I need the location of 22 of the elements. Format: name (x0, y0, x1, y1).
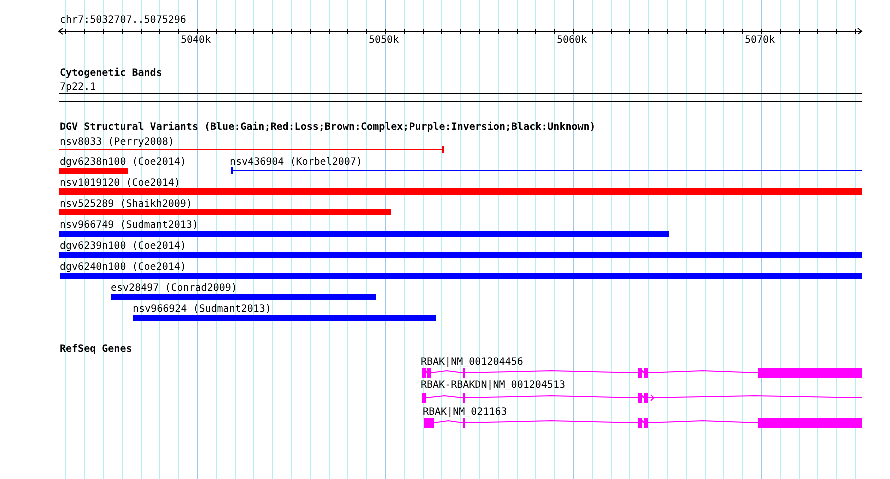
track-heading: Cytogenetic Bands (60, 68, 162, 79)
gene-label: RBAK-RBAKDN|NM_001204513 (421, 380, 566, 391)
gene-label: RBAK|NM_001204456 (421, 357, 524, 368)
variant-label: esv28497 (Conrad2009) (111, 283, 238, 294)
variant-label: dgv6240n100 (Coe2014) (60, 262, 186, 273)
variant-label: nsv525289 (Shaikh2009) (60, 199, 192, 210)
variant-label: nsv966749 (Sudmant2013) (60, 220, 198, 231)
variant-label: nsv436904 (Korbel2007) (230, 157, 362, 168)
track-heading: DGV Structural Variants (Blue:Gain;Red:Loss;Brown:Complex;Purple:Inversion;Black:Unknown) (60, 122, 596, 133)
position-label: chr7:5032707..5075296 (60, 15, 186, 26)
variant-label: dgv6238n100 (Coe2014) (60, 157, 186, 168)
tick-label: 5050k (369, 35, 400, 46)
tick-label: 5040k (181, 35, 212, 46)
variant-label: nsv1019120 (Coe2014) (60, 178, 180, 189)
gene-label: RBAK|NM_021163 (423, 407, 508, 418)
track-heading: RefSeq Genes (60, 344, 132, 355)
variant-label: nsv966924 (Sudmant2013) (133, 304, 272, 315)
variant-label: nsv8033 (Perry2008) (60, 137, 174, 148)
tick-label: 5070k (745, 35, 776, 46)
variant-label: dgv6239n100 (Coe2014) (60, 241, 186, 252)
band-label: 7p22.1 (60, 82, 96, 93)
tick-label: 5060k (557, 35, 588, 46)
